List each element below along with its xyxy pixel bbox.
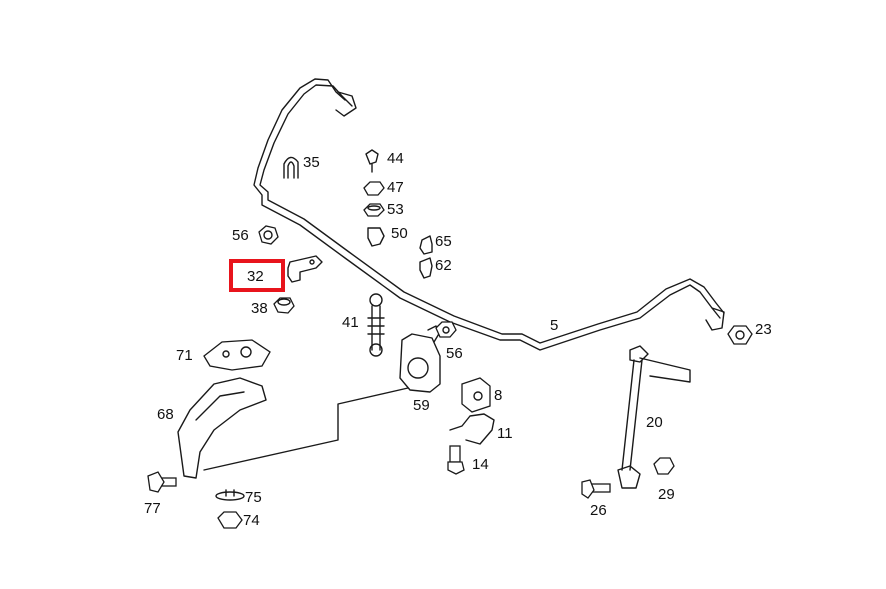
washer-75[interactable] — [215, 489, 245, 501]
nut-47[interactable] — [363, 181, 385, 196]
highlight-box — [229, 259, 285, 292]
nut-74[interactable] — [217, 511, 243, 529]
angle-joint-50[interactable] — [367, 227, 385, 247]
label-68[interactable]: 68 — [157, 406, 174, 423]
label-71[interactable]: 71 — [176, 347, 193, 364]
label-75[interactable]: 75 — [245, 489, 262, 506]
label-44[interactable]: 44 — [387, 150, 404, 167]
label-41[interactable]: 41 — [342, 314, 359, 331]
label-35[interactable]: 35 — [303, 154, 320, 171]
label-5[interactable]: 5 — [550, 317, 558, 334]
label-53[interactable]: 53 — [387, 201, 404, 218]
label-56-left[interactable]: 56 — [232, 227, 249, 244]
ball-joint-44[interactable] — [365, 149, 379, 173]
housing-59[interactable] — [399, 325, 441, 393]
support-bracket-68[interactable] — [177, 377, 267, 479]
bolt-77[interactable] — [147, 471, 177, 493]
label-29[interactable]: 29 — [658, 486, 675, 503]
bolt-14[interactable] — [447, 445, 465, 475]
label-20[interactable]: 20 — [646, 414, 663, 431]
nut-56-right[interactable] — [435, 321, 457, 338]
label-32[interactable]: 32 — [247, 268, 264, 285]
bushing-8[interactable] — [461, 377, 491, 413]
nut-23[interactable] — [727, 325, 753, 345]
label-59[interactable]: 59 — [413, 397, 430, 414]
nut-53[interactable] — [363, 203, 385, 217]
nut-56-left[interactable] — [258, 225, 279, 245]
bracket-32[interactable] — [287, 255, 323, 283]
plug-62[interactable] — [419, 257, 433, 279]
label-8[interactable]: 8 — [494, 387, 502, 404]
label-38[interactable]: 38 — [251, 300, 268, 317]
link-rod-41[interactable] — [367, 293, 385, 357]
label-77[interactable]: 77 — [144, 500, 161, 517]
clamp-11[interactable] — [449, 413, 495, 445]
u-clip-35[interactable] — [283, 156, 299, 179]
label-56-right[interactable]: 56 — [446, 345, 463, 362]
bolt-26[interactable] — [581, 479, 611, 499]
label-50[interactable]: 50 — [391, 225, 408, 242]
label-14[interactable]: 14 — [472, 456, 489, 473]
label-65[interactable]: 65 — [435, 233, 452, 250]
label-26[interactable]: 26 — [590, 502, 607, 519]
label-47[interactable]: 47 — [387, 179, 404, 196]
label-11[interactable]: 11 — [497, 425, 513, 442]
stabilizer-bar[interactable] — [253, 78, 725, 351]
link-20[interactable] — [617, 345, 649, 489]
part-labels: 5 8 11 14 20 23 26 29 32 35 38 41 44 47 … — [144, 150, 772, 529]
bearing-plate-71[interactable] — [203, 339, 271, 371]
nut-29[interactable] — [653, 457, 675, 475]
leader-lines — [203, 357, 691, 471]
label-23[interactable]: 23 — [755, 321, 772, 338]
label-74[interactable]: 74 — [243, 512, 260, 529]
nut-38[interactable] — [273, 297, 295, 314]
label-62[interactable]: 62 — [435, 257, 452, 274]
plug-65[interactable] — [419, 235, 433, 255]
